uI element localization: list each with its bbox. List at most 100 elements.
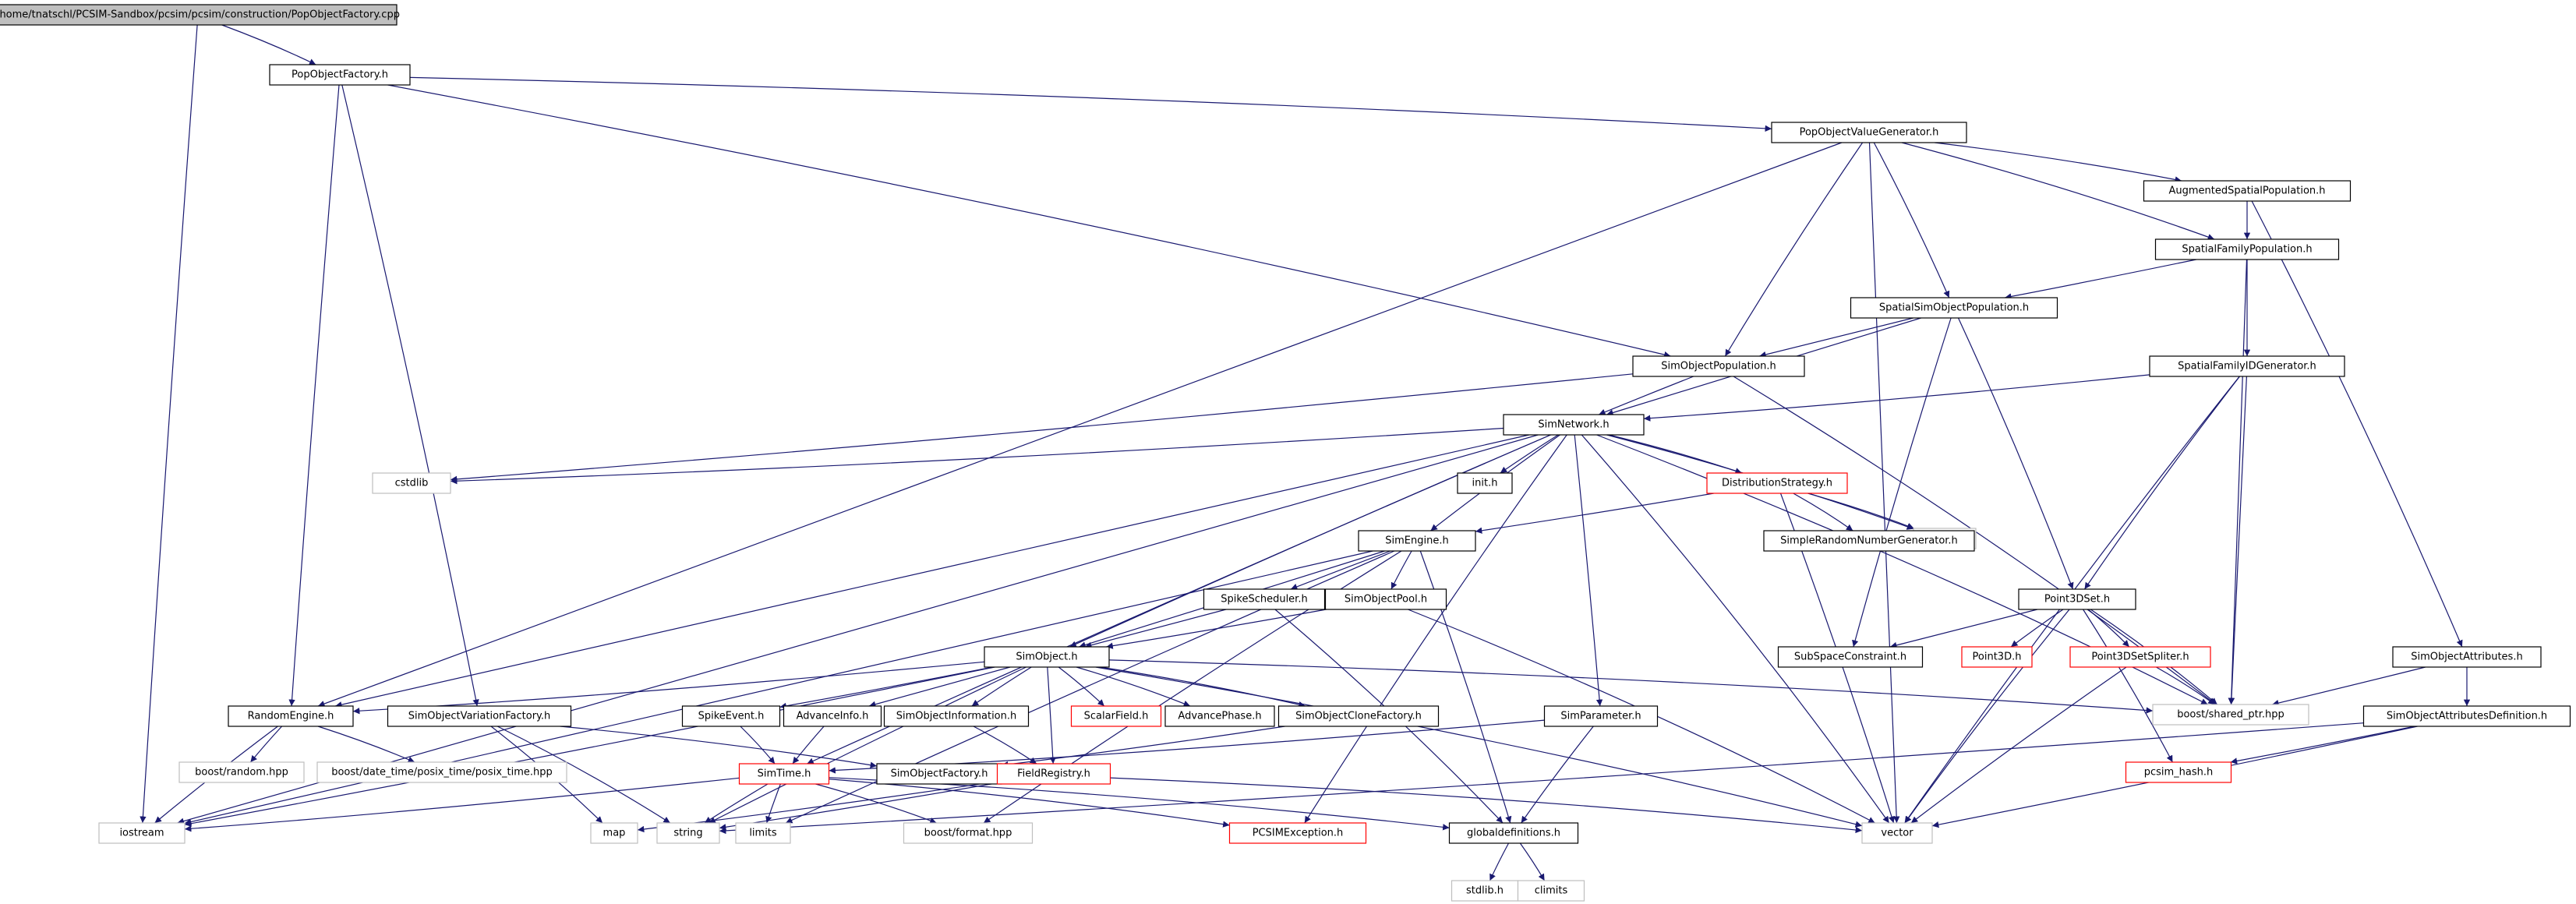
edge-point3dsplit-to-sharedptr (2156, 666, 2215, 705)
node-simtime[interactable]: SimTime.h (738, 763, 830, 785)
node-label: SimObjectInformation.h (896, 711, 1017, 722)
edge-root-to-iostream (140, 24, 198, 824)
node-simobject[interactable]: SimObject.h (984, 646, 1110, 668)
node-iostream[interactable]: iostream (98, 822, 186, 844)
node-fieldreg[interactable]: FieldRegistry.h (996, 763, 1111, 785)
node-pcsimexc[interactable]: PCSIMException.h (1228, 822, 1367, 844)
node-box (1228, 822, 1367, 844)
node-spatialidgen[interactable]: SpatialFamilyIDGenerator.h (2149, 355, 2345, 377)
node-label: iostream (119, 828, 164, 839)
node-popfactory_h[interactable]: PopObjectFactory.h (269, 64, 411, 86)
edge-diststrat-to-simplernd (1793, 493, 1853, 531)
node-simengine[interactable]: SimEngine.h (1358, 530, 1476, 552)
node-init_h[interactable]: init.h (1457, 472, 1513, 494)
node-label: SpikeEvent.h (698, 711, 765, 722)
node-label: boost/format.hpp (924, 828, 1012, 839)
node-box (98, 822, 186, 844)
edge-point3dset-to-point3d (2010, 609, 2064, 648)
node-scalarfield[interactable]: ScalarField.h (1070, 705, 1162, 727)
node-label: Point3D.h (1973, 652, 2022, 663)
node-label: SimObjectAttributesDefinition.h (2387, 711, 2547, 722)
node-label: RandomEngine.h (248, 711, 334, 722)
edge-simobject-to-iostream (184, 666, 995, 827)
node-simobjinfo[interactable]: SimObjectInformation.h (883, 705, 1030, 727)
edge-randomengine-to-posixtime (317, 726, 415, 763)
node-vector[interactable]: vector (1861, 822, 1933, 844)
node-randomengine[interactable]: RandomEngine.h (228, 705, 354, 727)
node-sharedptr[interactable]: boost/shared_ptr.hpp (2152, 704, 2309, 726)
node-diststrat[interactable]: DistributionStrategy.h (1706, 472, 1848, 494)
node-label: PopObjectValueGenerator.h (1800, 127, 1939, 139)
node-boostrandom[interactable]: boost/random.hpp (178, 761, 305, 783)
node-label: /home/tnatschl/PCSIM-Sandbox/pcsim/pcsim… (0, 9, 400, 21)
node-spikesched[interactable]: SpikeScheduler.h (1203, 588, 1326, 610)
node-root[interactable]: /home/tnatschl/PCSIM-Sandbox/pcsim/pcsim… (0, 4, 400, 26)
edge-spikesched-to-simobject (1084, 609, 1227, 648)
node-advancephase[interactable]: AdvancePhase.h (1164, 705, 1275, 727)
node-box (228, 705, 354, 727)
node-label: AdvancePhase.h (1178, 711, 1261, 722)
edge-spatialfam-to-sharedptr (2228, 259, 2248, 705)
edge-simobject-to-string (708, 666, 1027, 824)
node-popvalgen[interactable]: PopObjectValueGenerator.h (1771, 122, 1967, 143)
node-box (590, 822, 638, 844)
node-box (903, 822, 1034, 844)
node-pcsimhash[interactable]: pcsim_hash.h (2125, 761, 2232, 783)
node-simnetwork[interactable]: SimNetwork.h (1503, 414, 1645, 436)
node-box (1451, 880, 1519, 902)
node-simobjclonefac[interactable]: SimObjectCloneFactory.h (1277, 705, 1440, 727)
node-box (387, 705, 572, 727)
node-box (2362, 705, 2571, 727)
node-box (984, 646, 1110, 668)
node-label: SimpleRandomNumberGenerator.h (1780, 535, 1958, 547)
node-point3dsplit[interactable]: Point3DSetSpliter.h (2069, 646, 2211, 668)
node-spatialfam[interactable]: SpatialFamilyPopulation.h (2154, 238, 2340, 260)
edge-spatialidgen-to-sharedptr (2228, 376, 2247, 705)
edge-point3dset-to-point3dsplit (2087, 609, 2130, 648)
edge-spatialsimpop-to-subspace (1852, 317, 1952, 648)
node-spatialsimpop[interactable]: SpatialSimObjectPopulation.h (1850, 297, 2058, 319)
node-cstdlib[interactable]: cstdlib (372, 472, 451, 494)
node-globaldefs[interactable]: globaldefinitions.h (1448, 822, 1579, 844)
edge-popvalgen-to-spatialfam (1901, 142, 2215, 241)
node-point3dset[interactable]: Point3DSet.h (2018, 588, 2136, 610)
edge-root-to-popfactory_h (221, 24, 316, 65)
node-string[interactable]: string (656, 822, 720, 844)
node-label: AdvanceInfo.h (797, 711, 869, 722)
node-simobjvarfac[interactable]: SimObjectVariationFactory.h (387, 705, 572, 727)
node-simparam[interactable]: SimParameter.h (1543, 705, 1659, 727)
edge-simengine-to-globaldefs (1419, 550, 1512, 824)
node-label: SpatialSimObjectPopulation.h (1879, 302, 2029, 314)
node-point3d[interactable]: Point3D.h (1961, 646, 2033, 668)
node-simplernd[interactable]: SimpleRandomNumberGenerator.h (1763, 530, 1975, 552)
node-spikeevent[interactable]: SpikeEvent.h (681, 705, 781, 727)
node-label: init.h (1472, 478, 1498, 489)
node-simobjattr[interactable]: SimObjectAttributes.h (2392, 646, 2542, 668)
node-label: map (603, 828, 626, 839)
node-label: SimParameter.h (1560, 711, 1641, 722)
node-simobjpop[interactable]: SimObjectPopulation.h (1632, 355, 1805, 377)
node-simobjpool[interactable]: SimObjectPool.h (1324, 588, 1447, 610)
node-simobjattrdef[interactable]: SimObjectAttributesDefinition.h (2362, 705, 2571, 727)
node-box (1503, 414, 1645, 436)
edge-randomengine-to-boostrandom (249, 726, 283, 763)
node-box (1706, 472, 1848, 494)
node-map[interactable]: map (590, 822, 638, 844)
node-limits[interactable]: limits (735, 822, 791, 844)
node-climits[interactable]: climits (1517, 880, 1585, 902)
node-box (372, 472, 451, 494)
node-simobjfac[interactable]: SimObjectFactory.h (876, 763, 1002, 785)
node-subspace[interactable]: SubSpaceConstraint.h (1777, 646, 1924, 668)
node-posixtime[interactable]: boost/date_time/posix_time/posix_time.hp… (316, 761, 567, 783)
node-augspatial[interactable]: AugmentedSpatialPopulation.h (2143, 180, 2352, 202)
node-boostformat[interactable]: boost/format.hpp (903, 822, 1034, 844)
edge-simobjvarfac-to-simobjfac (560, 726, 878, 768)
node-advanceinfo[interactable]: AdvanceInfo.h (783, 705, 882, 727)
edge-simobject-to-simobjinfo (971, 666, 1032, 707)
node-box (783, 705, 882, 727)
node-stdlib_h[interactable]: stdlib.h (1451, 880, 1519, 902)
node-box (2392, 646, 2542, 668)
node-box (1164, 705, 1275, 727)
node-box (2018, 588, 2136, 610)
